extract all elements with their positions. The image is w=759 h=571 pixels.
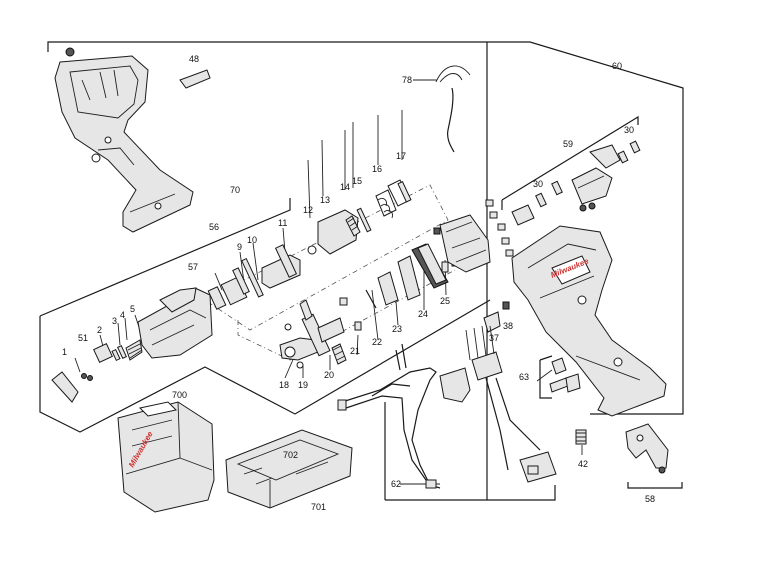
label-10: 10 bbox=[247, 235, 257, 245]
part-2 bbox=[93, 343, 113, 363]
ball-19 bbox=[296, 361, 304, 369]
label-30-right: 30 bbox=[624, 125, 634, 135]
label-24: 24 bbox=[418, 309, 428, 319]
front-housing-half: Milwaukee bbox=[511, 225, 667, 417]
gear-housing bbox=[433, 214, 491, 273]
label-78: 78 bbox=[402, 75, 412, 85]
spring-20 bbox=[331, 343, 347, 365]
wire-78 bbox=[435, 65, 471, 153]
label-22: 22 bbox=[372, 337, 382, 347]
label-15: 15 bbox=[352, 176, 362, 186]
label-16: 16 bbox=[372, 164, 382, 174]
part-23 bbox=[377, 271, 399, 306]
motor-59 bbox=[511, 140, 641, 226]
spring-16 bbox=[375, 179, 411, 219]
label-2: 2 bbox=[97, 325, 102, 335]
label-701: 701 bbox=[311, 502, 326, 512]
label-12: 12 bbox=[303, 205, 313, 215]
part-21 bbox=[354, 321, 362, 331]
part-1 bbox=[51, 371, 79, 403]
group-outline-lines bbox=[39, 41, 684, 501]
label-18: 18 bbox=[279, 380, 289, 390]
anvil-11 bbox=[261, 244, 301, 289]
label-17: 17 bbox=[396, 151, 406, 161]
screw-a bbox=[579, 204, 587, 212]
battery-terminal bbox=[519, 451, 557, 483]
label-plate-48 bbox=[179, 69, 211, 89]
screw-top bbox=[65, 47, 75, 57]
part-24 bbox=[397, 255, 421, 301]
label-13: 13 bbox=[320, 195, 330, 205]
label-9: 9 bbox=[237, 242, 242, 252]
part-small bbox=[339, 297, 348, 306]
label-14: 14 bbox=[340, 182, 350, 192]
ring-gear-25 bbox=[411, 243, 459, 289]
rod-22 bbox=[365, 289, 377, 309]
front-cover-assembly bbox=[137, 257, 264, 359]
label-1: 1 bbox=[62, 347, 67, 357]
label-58: 58 bbox=[645, 494, 655, 504]
label-702: 702 bbox=[283, 450, 298, 460]
leader-lines bbox=[74, 79, 583, 485]
label-57: 57 bbox=[188, 262, 198, 272]
trigger bbox=[439, 367, 471, 403]
label-48: 48 bbox=[189, 54, 199, 64]
label-5: 5 bbox=[130, 304, 135, 314]
label-59: 59 bbox=[563, 139, 573, 149]
part-17 bbox=[397, 181, 412, 203]
washers-14-15 bbox=[345, 207, 372, 237]
spring-upper bbox=[299, 299, 313, 321]
label-51: 51 bbox=[78, 333, 88, 343]
ball-12 bbox=[307, 245, 317, 255]
wiring-harness-62 bbox=[337, 343, 441, 489]
case-insert-701 bbox=[225, 429, 353, 509]
small-blocks bbox=[485, 199, 514, 257]
label-60: 60 bbox=[612, 61, 622, 71]
spring-42 bbox=[575, 429, 587, 445]
ball-top bbox=[284, 323, 292, 331]
front-parts bbox=[51, 339, 143, 403]
part-38 bbox=[502, 301, 510, 310]
label-700: 700 bbox=[172, 390, 187, 400]
part-63 bbox=[549, 357, 581, 393]
screw-b bbox=[588, 202, 596, 210]
belt-clip-58 bbox=[625, 423, 669, 474]
callout-labels: 1 2 3 4 5 51 57 56 70 9 10 11 12 13 14 1… bbox=[62, 54, 655, 512]
carry-case-700: Milwaukee bbox=[117, 401, 215, 513]
label-37: 37 bbox=[489, 333, 499, 343]
label-19: 19 bbox=[298, 380, 308, 390]
label-3: 3 bbox=[112, 316, 117, 326]
label-42: 42 bbox=[578, 459, 588, 469]
label-11: 11 bbox=[278, 218, 287, 228]
label-62: 62 bbox=[391, 479, 401, 489]
switch-37 bbox=[483, 311, 501, 333]
label-30-left: 30 bbox=[533, 179, 543, 189]
label-38: 38 bbox=[503, 321, 513, 331]
label-25: 25 bbox=[440, 296, 450, 306]
label-20: 20 bbox=[324, 370, 334, 380]
label-56: 56 bbox=[209, 222, 219, 232]
label-4: 4 bbox=[120, 310, 125, 320]
label-21: 21 bbox=[350, 346, 360, 356]
rear-housing-half bbox=[54, 55, 194, 233]
label-23: 23 bbox=[392, 324, 402, 334]
switch-module bbox=[465, 325, 541, 471]
label-70: 70 bbox=[230, 185, 240, 195]
spindle-18 bbox=[279, 313, 345, 361]
label-63: 63 bbox=[519, 372, 529, 382]
